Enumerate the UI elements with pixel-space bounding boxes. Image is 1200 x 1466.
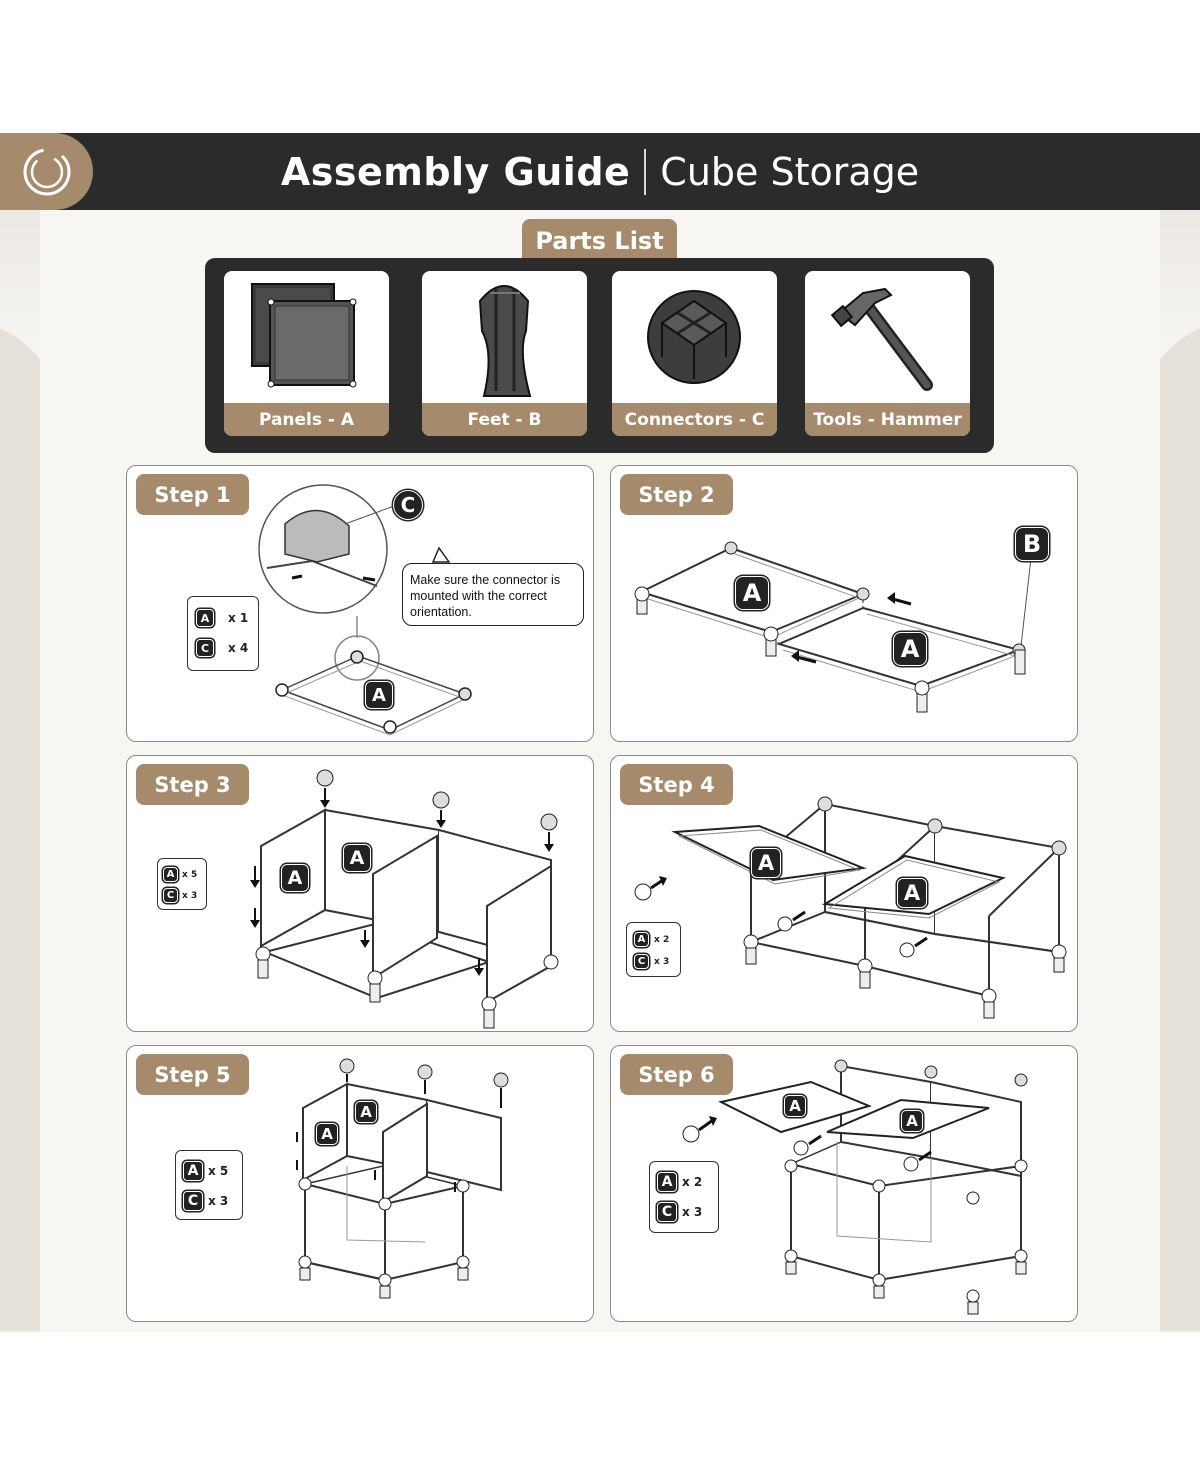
connector-icon: [647, 290, 741, 384]
part-card-panels: Panels - A: [224, 271, 389, 436]
step-6-badge-a1: A: [784, 1095, 806, 1117]
parts-list-title: Parts List: [522, 219, 677, 263]
qty-count-c: x 3: [654, 956, 670, 967]
step-5-badge-a2: A: [316, 1123, 338, 1145]
qty-badge-c: C: [634, 954, 649, 969]
part-label-connectors: Connectors - C: [612, 403, 777, 436]
step-2-badge-a1: A: [735, 576, 769, 610]
orientation-callout: Make sure the connector is mounted with …: [402, 563, 584, 626]
title-light: Cube Storage: [660, 149, 920, 194]
step-4-diagram: [634, 796, 1067, 1019]
qty-badge-a: A: [657, 1172, 677, 1192]
qty-count-a: x 5: [182, 869, 198, 880]
part-card-feet: Feet - B: [422, 271, 587, 436]
qty-count-a: x 2: [654, 934, 670, 945]
part-label-panels: Panels - A: [224, 403, 389, 436]
step-1-badge-c: C: [393, 490, 423, 520]
step-4-panel: Step 4 A A: [610, 755, 1078, 1032]
panel-icon: [251, 283, 357, 388]
logo-badge: [0, 133, 93, 210]
step-4-badge-a2: A: [897, 878, 927, 908]
foot-icon: [478, 285, 532, 397]
step-4-label: Step 4: [620, 764, 733, 805]
qty-badge-c: C: [163, 888, 178, 903]
qty-count-c: x 3: [682, 1205, 703, 1219]
title-divider: [644, 148, 647, 195]
part-label-hammer: Tools - Hammer: [805, 403, 970, 436]
qty-badge-c: C: [657, 1202, 677, 1222]
step-6-badge-a2: A: [901, 1110, 923, 1132]
page-title: Assembly Guide Cube Storage: [0, 133, 1200, 210]
part-label-feet: Feet - B: [422, 403, 587, 436]
hammer-icon: [830, 287, 933, 391]
title-bold: Assembly Guide: [280, 149, 631, 194]
step-3-label: Step 3: [136, 764, 249, 805]
qty-badge-a: A: [183, 1161, 203, 1181]
step-2-panel: Step 2 B A A: [610, 465, 1078, 742]
step-1-badge-a: A: [365, 681, 393, 709]
step-2-diagram: [634, 541, 1032, 713]
qty-badge-c: C: [196, 639, 214, 657]
step-1-panel: Step 1 Make sure the connector is mounte…: [126, 465, 594, 742]
ring-logo-icon: [23, 148, 71, 196]
step-5-badge-a1: A: [355, 1101, 377, 1123]
qty-count-c: x 3: [208, 1194, 229, 1208]
step-3-diagram: [250, 769, 559, 1029]
qty-badge-a: A: [196, 609, 214, 627]
step-2-badge-b: B: [1015, 527, 1049, 561]
step-2-label: Step 2: [620, 474, 733, 515]
part-card-connectors: Connectors - C: [612, 271, 777, 436]
step-1-label: Step 1: [136, 474, 249, 515]
qty-count-c: x 3: [182, 890, 198, 901]
qty-count-c: x 4: [228, 641, 249, 655]
step-5-label: Step 5: [136, 1054, 249, 1095]
qty-count-a: x 2: [682, 1175, 703, 1189]
step-6-label: Step 6: [620, 1054, 733, 1095]
qty-badge-c: C: [183, 1191, 203, 1211]
step-4-badge-a1: A: [751, 848, 781, 878]
qty-badge-a: A: [634, 932, 649, 947]
qty-badge-a: A: [163, 867, 178, 882]
step-3-badge-a1: A: [343, 844, 371, 872]
qty-count-a: x 5: [208, 1164, 229, 1178]
step-2-badge-a2: A: [893, 632, 927, 666]
qty-count-a: x 1: [228, 611, 249, 625]
step-6-panel: Step 6 A: [610, 1045, 1078, 1322]
step-3-badge-a2: A: [281, 864, 309, 892]
part-card-hammer: Tools - Hammer: [805, 271, 970, 436]
step-1-diagram: [258, 484, 472, 736]
header-bar: [0, 133, 1200, 210]
